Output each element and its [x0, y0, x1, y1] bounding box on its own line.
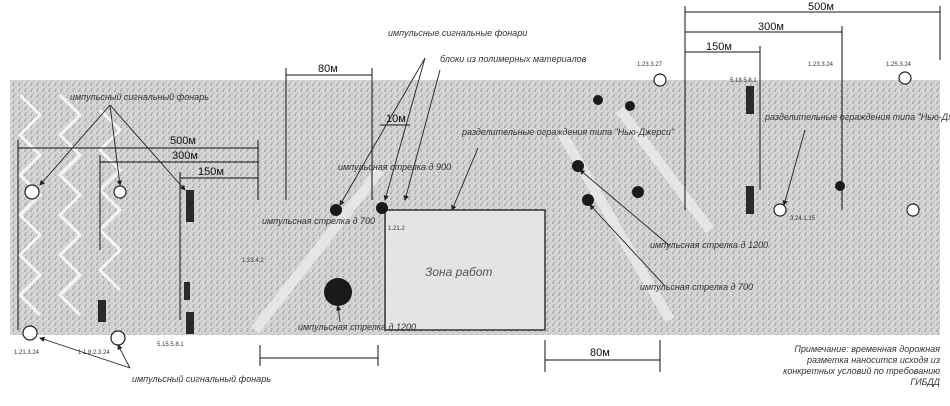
code-6: 1.1.8.2.3.24: [78, 350, 110, 356]
top-right-dimensions: [684, 6, 941, 210]
label-barriers-center: разделительные ограждения типа "Нью-Джер…: [461, 127, 675, 137]
code-9: 5.15.5.8.1: [157, 342, 184, 348]
code-10: 1.21.3.24: [14, 350, 40, 356]
label-pulse-lanterns-top: импульсные сигнальные фонари: [388, 28, 527, 38]
code-3: 5.18.5.8.1: [730, 78, 757, 84]
dim-500-left: 500м: [170, 135, 196, 147]
left-dimensions: [17, 68, 661, 372]
label-pulse-lantern-bottom: импульсный сигнальный фонарь: [132, 374, 271, 384]
dim-300-left: 300м: [172, 150, 198, 162]
work-zone: [384, 209, 546, 331]
dim-500-top: 500м: [808, 1, 834, 13]
code-7: 1.25.3.24: [886, 62, 912, 68]
dim-300-top: 300м: [758, 21, 784, 33]
label-barriers-right: разделительные ограждения типа "Нью-Джер…: [764, 112, 950, 122]
label-arrow-d700-left: импульсная стрелка д 700: [262, 216, 375, 226]
dim-10: 10м: [386, 113, 406, 125]
code-8: 3.24.1.15: [790, 216, 816, 222]
left-chevrons: [17, 93, 123, 317]
sign-blocks: [98, 86, 754, 334]
label-blocks: блоки из полимерных материалов: [440, 54, 587, 64]
label-arrow-d1200-bottom: импульсная стрелка д 1200: [298, 322, 416, 332]
code-4: 1.23.4.2: [242, 258, 264, 264]
code-5: 1.21.2: [388, 226, 405, 232]
label-pulse-lantern-left: импульсный сигнальный фонарь: [70, 92, 209, 102]
dim-150-left: 150м: [198, 166, 224, 178]
code-2: 1.23.3.24: [808, 62, 834, 68]
lanterns: [22, 71, 920, 346]
dim-150-top: 150м: [706, 41, 732, 53]
code-1: 1.23.3.27: [637, 62, 663, 68]
label-arrow-d1200-right: импульсная стрелка д 1200: [650, 240, 768, 250]
label-arrow-d700-right: импульсная стрелка д 700: [640, 282, 753, 292]
dim-80-bottom: 80м: [590, 347, 610, 359]
arrow-signs: [324, 95, 845, 306]
label-arrow-d900: импульсная стрелка д 900: [338, 162, 451, 172]
note-text: Примечание: временная дорожная разметка …: [783, 344, 940, 387]
work-zone-label: Зона работ: [425, 265, 492, 279]
leader-lines: [39, 57, 806, 369]
dim-80-left: 80м: [318, 63, 338, 75]
